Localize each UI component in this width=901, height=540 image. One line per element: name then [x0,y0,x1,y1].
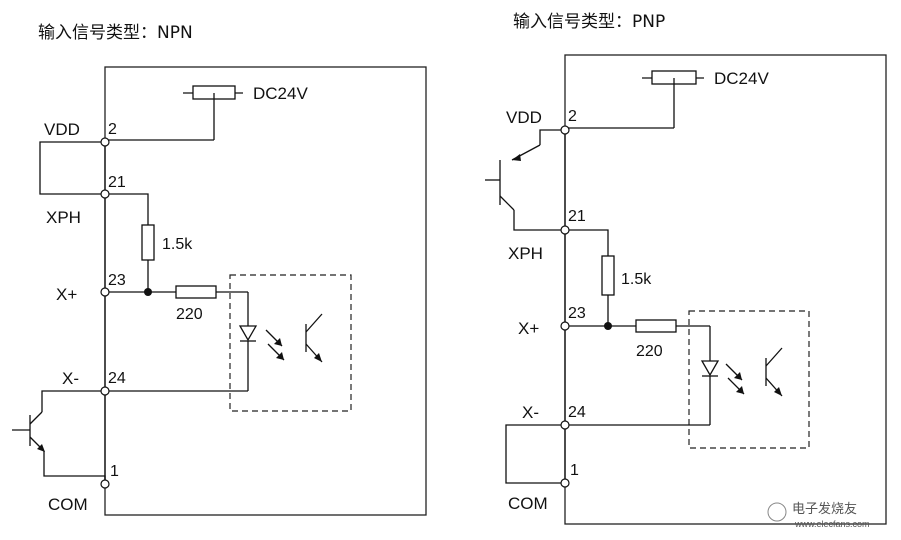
npn-resistor-220 [175,285,217,299]
pnp-resistor-1k5 [601,255,615,296]
pnp-transistor [485,129,565,231]
npn-jumper [39,141,105,195]
npn-pin-21: 21 [108,174,126,191]
npn-dc-source: DC24V [105,84,308,141]
npn-power-label: DC24V [253,84,308,103]
npn-pin-24: 24 [108,370,126,387]
pnp-label-vdd: VDD [506,108,542,127]
pnp-circuit: DC24V 1.5k 220 [485,54,887,525]
pnp-terminal-24 [560,420,570,430]
watermark-url: www.elecfans.com [794,519,870,529]
pnp-power-label: DC24V [714,69,769,88]
pnp-xph-wire [565,229,609,256]
pnp-title: 输入信号类型：PNP [513,12,666,32]
npn-optocoupler [229,274,352,412]
npn-terminal-23 [100,287,110,297]
pnp-dc-source: DC24V [565,69,769,129]
npn-pin-23: 23 [108,272,126,289]
pnp-pin-24: 24 [568,404,586,421]
npn-terminal-24 [100,386,110,396]
pnp-junction-dot [604,322,612,330]
pnp-resistor-220 [635,319,677,333]
npn-driver-box [104,66,427,516]
npn-title: 输入信号类型：NPN [38,23,193,43]
npn-terminal-21 [100,189,110,199]
pnp-pin-21: 21 [568,208,586,225]
pnp-terminal-1 [560,478,570,488]
pnp-label-xplus: X+ [518,319,539,338]
npn-xph-wire [105,193,149,225]
pnp-label-xph: XPH [508,244,543,263]
npn-pin-1: 1 [110,463,119,480]
npn-transistor [12,411,106,484]
npn-r2-label: 220 [176,306,203,323]
pnp-terminal-23 [560,321,570,331]
npn-terminal-2 [100,137,110,147]
npn-label-vdd: VDD [44,120,80,139]
npn-label-xph: XPH [46,208,81,227]
npn-circuit: DC24V 1.5k 220 [12,66,427,516]
npn-terminal-1 [100,479,110,489]
pnp-jumper [505,424,565,484]
pnp-label-com: COM [508,494,548,513]
watermark: 电子发烧友 www.elecfans.com [767,501,870,529]
watermark-text: 电子发烧友 [792,501,857,516]
pnp-optocoupler [688,310,810,449]
npn-label-xplus: X+ [56,285,77,304]
pnp-pin-1: 1 [570,462,579,479]
npn-r1-label: 1.5k [162,236,193,253]
npn-pin-2: 2 [108,121,117,138]
pnp-terminal-21 [560,225,570,235]
pnp-pin-2: 2 [568,108,577,125]
pnp-pin-23: 23 [568,305,586,322]
npn-label-com: COM [48,495,88,514]
npn-label-xminus: X- [62,369,79,388]
pnp-label-xminus: X- [522,403,539,422]
pnp-r1-label: 1.5k [621,271,652,288]
pnp-terminal-2 [560,125,570,135]
npn-x-minus-wire [41,390,105,412]
npn-resistor-1k5 [141,224,155,261]
npn-junction-dot [144,288,152,296]
pnp-r2-label: 220 [636,343,663,360]
